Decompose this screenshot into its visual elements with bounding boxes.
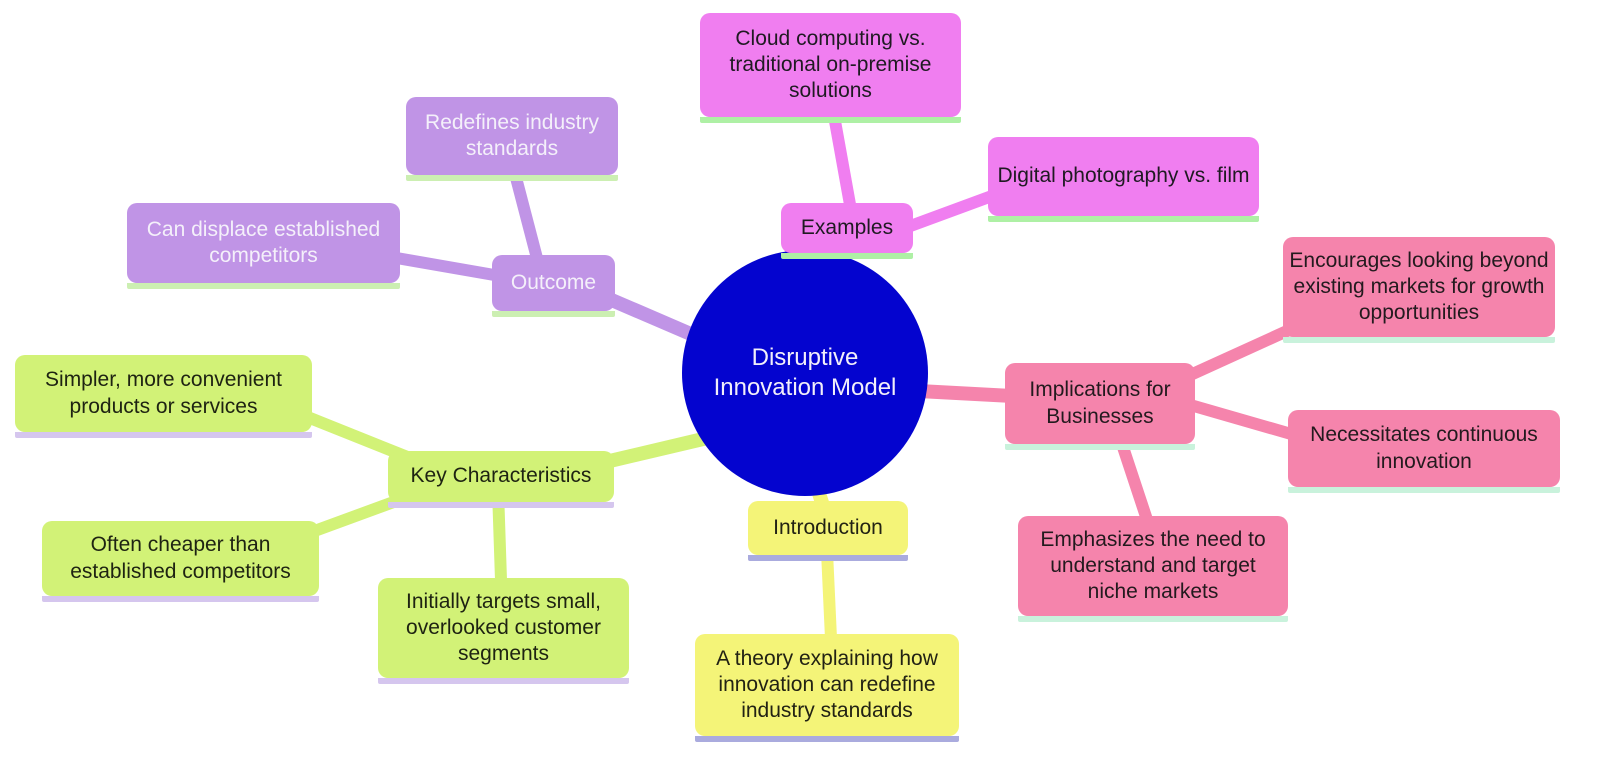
node-underline (15, 432, 312, 438)
node-label: Necessitates continuous innovation (1310, 423, 1538, 473)
edge-implications-necessitates (1178, 396, 1307, 444)
node-label: Cloud computing vs. traditional on-premi… (729, 26, 932, 103)
leaf-node-cloud-computing: Cloud computing vs. traditional on-premi… (700, 13, 961, 123)
node-underline (748, 555, 908, 561)
node-label: A theory explaining how innovation can r… (716, 646, 938, 723)
node-underline (695, 736, 959, 742)
leaf-node-redefines-standards: Redefines industry standards (406, 97, 618, 181)
branch-node-implications: Implications for Businesses (1005, 363, 1195, 450)
node-underline (1283, 337, 1555, 343)
node-underline (42, 596, 319, 602)
node-underline (406, 175, 618, 181)
node-underline (127, 283, 400, 289)
leaf-node-digital-photography: Digital photography vs. film (988, 137, 1259, 222)
node-label: Encourages looking beyond existing marke… (1289, 248, 1549, 325)
branch-node-introduction: Introduction (748, 501, 908, 561)
root-label: Disruptive Innovation Model (713, 344, 897, 401)
node-label: Examples (800, 215, 894, 239)
mindmap-root-node: Disruptive Innovation Model (682, 250, 928, 496)
node-label: Introduction (773, 515, 883, 539)
branch-node-outcome: Outcome (492, 255, 615, 317)
node-label: Key Characteristics (410, 464, 592, 488)
leaf-node-can-displace: Can displace established competitors (127, 203, 400, 289)
leaf-node-encourages-looking: Encourages looking beyond existing marke… (1283, 237, 1555, 343)
node-label: Can displace established competitors (146, 217, 381, 267)
node-label: Emphasizes the need to understand and ta… (1040, 527, 1266, 604)
node-underline (700, 117, 961, 123)
leaf-node-often-cheaper: Often cheaper than established competito… (42, 521, 319, 602)
node-label: Simpler, more convenient products or ser… (45, 368, 282, 418)
node-label: Redefines industry standards (425, 110, 599, 160)
node-underline (988, 216, 1259, 222)
node-underline (492, 311, 615, 317)
leaf-node-theory-explaining: A theory explaining how innovation can r… (695, 634, 959, 742)
node-label: Digital photography vs. film (997, 164, 1250, 188)
leaf-node-simpler-products: Simpler, more convenient products or ser… (15, 355, 312, 438)
leaf-node-initially-targets: Initially targets small, overlooked cust… (378, 578, 629, 684)
node-label: Initially targets small, overlooked cust… (406, 589, 601, 666)
node-underline (1018, 616, 1288, 622)
leaf-node-necessitates-innovation: Necessitates continuous innovation (1288, 410, 1560, 493)
node-underline (1005, 444, 1195, 450)
edge-outcome-redefines (508, 168, 544, 264)
edge-examples-digital (902, 187, 1003, 234)
leaf-node-emphasizes-niche: Emphasizes the need to understand and ta… (1018, 516, 1288, 622)
edge-examples-cloud (827, 108, 857, 212)
node-label: Often cheaper than established competito… (70, 533, 291, 583)
node-underline (378, 678, 629, 684)
edge-root-outcome (597, 288, 703, 345)
node-label: Outcome (510, 270, 597, 294)
node-underline (388, 502, 614, 508)
branch-node-key-characteristics: Key Characteristics (388, 451, 614, 508)
node-underline (1288, 487, 1560, 493)
node-underline (781, 253, 913, 259)
edge-implications-encourages (1172, 320, 1301, 388)
node-label: Implications for Businesses (1029, 378, 1171, 428)
branch-node-examples: Examples (781, 203, 913, 259)
edge-outcome-candisplace (383, 250, 502, 282)
